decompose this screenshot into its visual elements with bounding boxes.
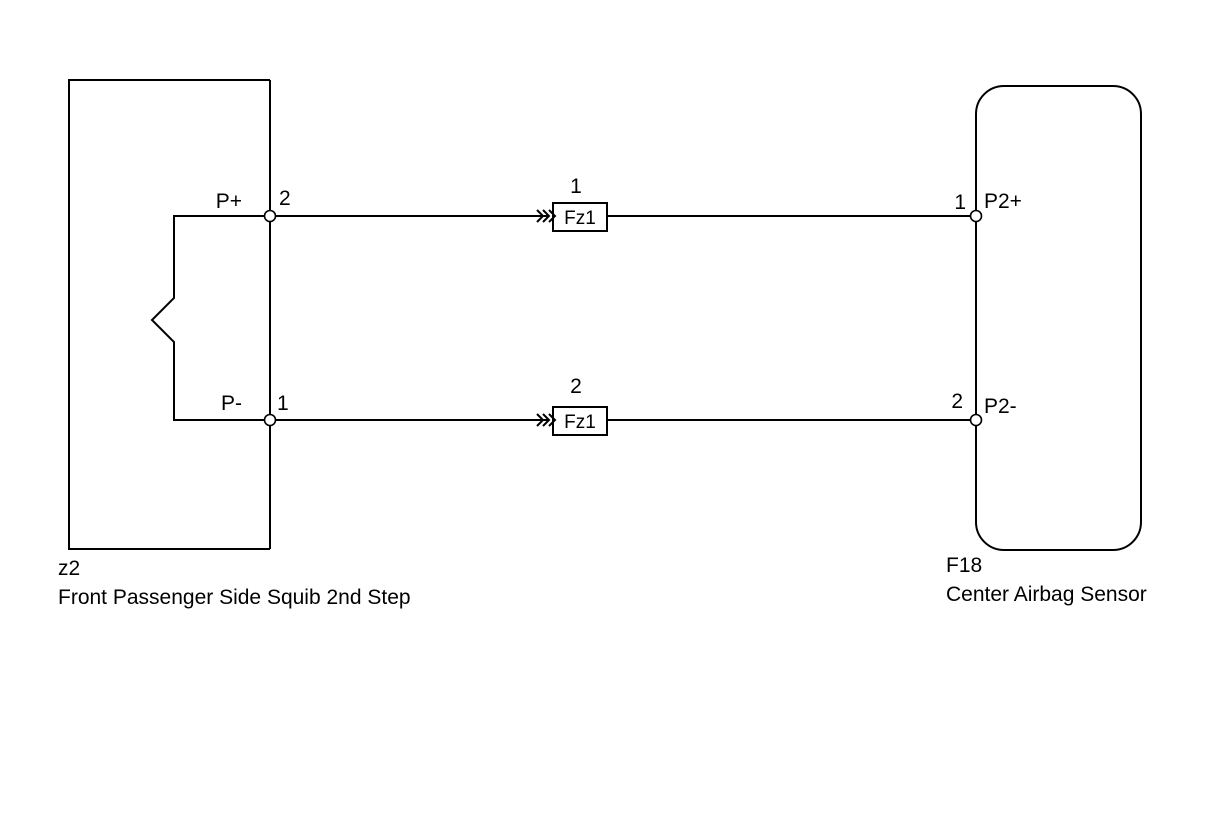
squib-component xyxy=(68,79,271,550)
circuit-negative: Fz1 2 xyxy=(263,375,983,436)
squib-pin-number: 2 xyxy=(279,187,291,210)
squib-signal-label: P- xyxy=(221,392,242,415)
airbag-sensor-body xyxy=(975,85,1142,551)
squib-body xyxy=(68,79,270,550)
connector-label: Fz1 xyxy=(564,412,596,433)
sensor-name: Center Airbag Sensor xyxy=(946,583,1147,606)
sensor-terminal-negative xyxy=(969,413,983,427)
squib-name: Front Passenger Side Squib 2nd Step xyxy=(58,586,411,609)
connector-chevron-icon xyxy=(536,209,557,223)
connector-chevron-icon xyxy=(536,413,557,427)
connector-label: Fz1 xyxy=(564,208,596,229)
squib-signal-label: P+ xyxy=(216,190,242,213)
sensor-pin-number: 2 xyxy=(951,390,963,413)
connector-pin-number: 1 xyxy=(570,175,582,198)
squib-terminal-negative xyxy=(263,413,277,427)
squib-terminal-positive xyxy=(263,209,277,223)
sensor-terminal-positive xyxy=(969,209,983,223)
circuit-positive: Fz1 1 xyxy=(263,175,983,232)
squib-code: z2 xyxy=(58,557,80,580)
squib-resistor-icon xyxy=(150,215,268,421)
sensor-signal-label: P2+ xyxy=(984,190,1022,213)
sensor-signal-label: P2- xyxy=(984,395,1017,418)
sensor-code: F18 xyxy=(946,554,982,577)
connector-pin-number: 2 xyxy=(570,375,582,398)
sensor-pin-number: 1 xyxy=(954,191,966,214)
squib-pin-number: 1 xyxy=(277,392,289,415)
